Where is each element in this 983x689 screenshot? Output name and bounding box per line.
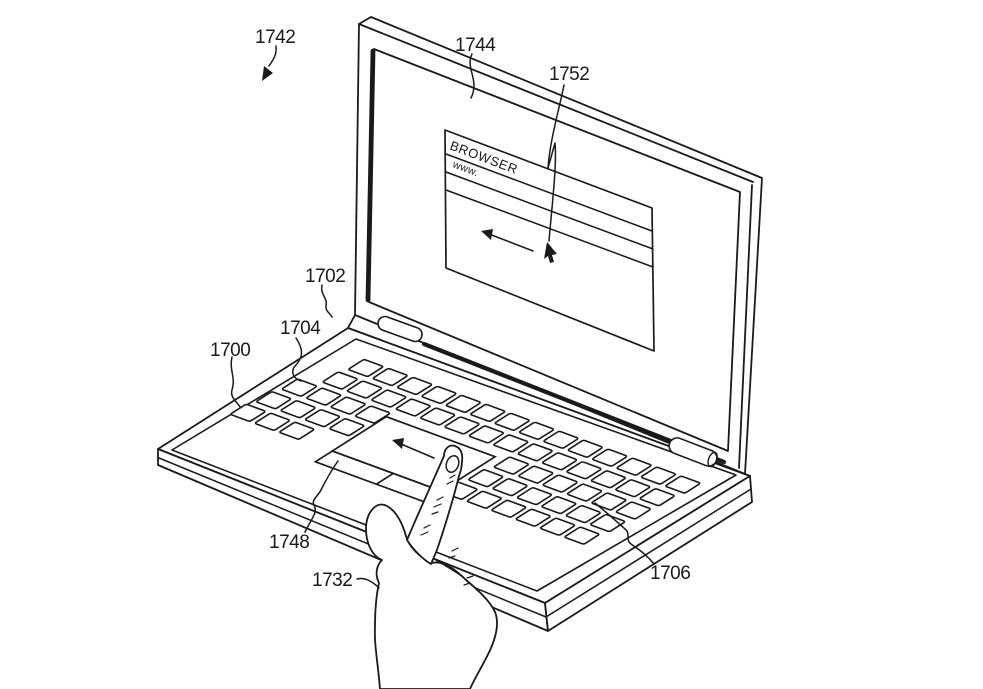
leader-lines <box>230 45 655 589</box>
virtual-key <box>616 458 652 475</box>
leader-1744 <box>469 53 475 99</box>
pointing-hand <box>365 444 498 689</box>
virtual-key <box>330 397 366 414</box>
leader-1732 <box>356 577 380 589</box>
virtual-key <box>348 359 384 376</box>
virtual-key <box>282 379 318 396</box>
leader-1748 <box>304 460 339 533</box>
virtual-key <box>543 431 579 448</box>
virtual-key <box>230 404 266 421</box>
trackpad-swipe-arrow <box>392 438 435 459</box>
virtual-key <box>468 469 504 486</box>
virtual-key <box>517 487 553 504</box>
onscreen-swipe-arrow <box>481 229 534 252</box>
virtual-key <box>494 457 530 474</box>
ref-label-1742: 1742 <box>255 27 295 48</box>
leader-1752 <box>547 84 565 242</box>
virtual-key <box>255 413 291 430</box>
virtual-key <box>590 514 626 531</box>
left-hinge <box>377 315 423 343</box>
virtual-key <box>492 478 528 495</box>
virtual-key <box>467 491 503 508</box>
virtual-key <box>518 466 554 483</box>
virtual-key <box>540 518 576 535</box>
hand-fist <box>365 503 498 689</box>
leader-1702 <box>320 284 333 318</box>
virtual-key <box>470 404 506 421</box>
fingernail <box>445 455 460 473</box>
virtual-key <box>564 527 600 544</box>
virtual-key <box>615 502 651 519</box>
virtual-key <box>397 377 433 394</box>
virtual-key <box>371 390 407 407</box>
thumb-crease <box>435 559 464 578</box>
right-hinge <box>668 437 718 468</box>
virtual-key <box>567 484 603 501</box>
mouse-cursor-icon <box>544 242 557 263</box>
leader-1706 <box>594 502 655 565</box>
virtual-key <box>639 488 675 505</box>
ref-label-1748: 1748 <box>269 532 309 553</box>
virtual-key <box>665 476 701 493</box>
browser-addressbar-line <box>445 171 654 250</box>
ref-label-1706: 1706 <box>650 563 690 584</box>
virtual-key <box>329 418 365 435</box>
virtual-key <box>445 395 481 412</box>
virtual-key <box>591 493 627 510</box>
virtual-key <box>306 388 342 405</box>
virtual-key <box>491 500 527 517</box>
bezel-left-shadow <box>365 48 376 303</box>
ref-label-1704: 1704 <box>280 318 321 339</box>
virtual-key <box>372 368 408 385</box>
virtual-key <box>469 426 505 443</box>
virtual-key <box>615 480 651 497</box>
base-front-seam <box>158 457 547 618</box>
virtual-key <box>279 422 315 439</box>
virtual-key <box>322 372 358 389</box>
reference-numerals: 1742 1744 1752 1702 1704 1700 1748 1732 … <box>210 27 691 591</box>
virtual-key <box>421 386 457 403</box>
leader-1742-arrow <box>262 45 277 81</box>
virtual-key <box>305 409 341 426</box>
virtual-key <box>542 453 578 470</box>
virtual-key <box>592 449 628 466</box>
ref-label-1744: 1744 <box>455 35 496 56</box>
virtual-key <box>567 440 603 457</box>
virtual-key <box>493 435 529 452</box>
virtual-key <box>444 417 480 434</box>
lid-right-inner-edge <box>738 184 753 469</box>
ref-label-1732: 1732 <box>312 570 352 591</box>
base-right-seam <box>545 488 752 618</box>
ref-label-1700: 1700 <box>210 340 250 361</box>
browser-titlebar-line <box>445 153 653 232</box>
virtual-key <box>347 381 383 398</box>
ref-label-1702: 1702 <box>305 266 345 287</box>
virtual-key <box>517 444 553 461</box>
virtual-key <box>515 509 551 526</box>
ref-label-1752: 1752 <box>549 64 589 85</box>
index-finger <box>406 444 464 565</box>
trackpad-button-divider <box>376 473 393 484</box>
virtual-key <box>542 475 578 492</box>
leader-1704 <box>292 337 303 382</box>
leader-1700 <box>230 356 241 408</box>
virtual-key <box>420 408 456 425</box>
lid-top-front-edge <box>358 23 754 183</box>
virtual-key <box>256 392 292 409</box>
virtual-key <box>280 400 316 417</box>
virtual-key <box>641 467 677 484</box>
virtual-key <box>494 413 530 430</box>
keyboard-keys <box>230 348 701 549</box>
virtual-key <box>519 422 555 439</box>
virtual-key <box>541 496 577 513</box>
virtual-key <box>565 505 601 522</box>
virtual-key <box>590 471 626 488</box>
virtual-key <box>395 399 431 416</box>
virtual-key <box>566 462 602 479</box>
finger-shading-hatches <box>420 474 474 586</box>
